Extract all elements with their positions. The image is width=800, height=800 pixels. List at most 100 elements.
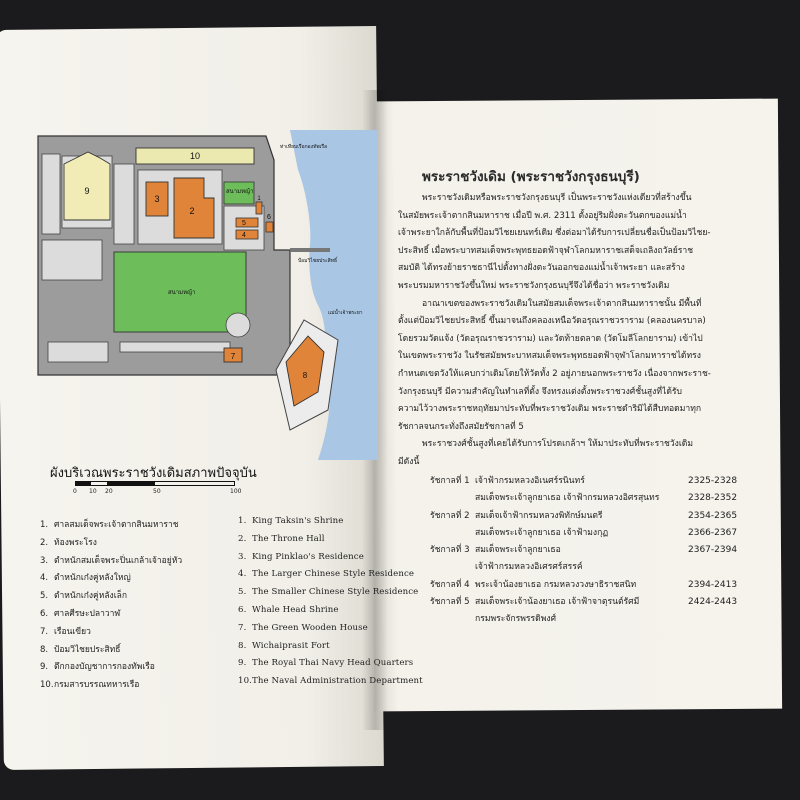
legend-text: ศาลศีรษะปลาวาฬ xyxy=(54,608,121,619)
body-text: พระราชวังเดิมหรือพระราชวังกรุงธนบุรี เป็… xyxy=(398,190,740,472)
legend-number: 2. xyxy=(238,533,247,544)
legend-text: ตึกกองบัญชาการกองทัพเรือ xyxy=(54,662,155,673)
body-line: พระราชวังเดิมหรือพระราชวังกรุงธนบุรี เป็… xyxy=(422,193,692,203)
num-10: 10 xyxy=(190,151,200,161)
map-title: ผังบริเวณพระราชวังเดิมสภาพปัจจุบัน xyxy=(50,466,257,481)
legend-number: 6. xyxy=(40,608,49,619)
num-2: 2 xyxy=(189,206,194,216)
legend-text: The Smaller Chinese Style Residence xyxy=(252,587,419,598)
legend-th-item: 1. ศาลสมเด็จพระเจ้าตากสินมหาราช xyxy=(40,517,182,535)
scale-label: 20 xyxy=(105,488,113,495)
legend-number: 6. xyxy=(238,604,247,615)
legend-th-item: 2. ท้องพระโรง xyxy=(40,535,182,553)
building-6 xyxy=(265,221,274,233)
building-5 xyxy=(235,217,259,228)
legend-th-item: 3. ตำหนักสมเด็จพระปิ่นเกล้าเจ้าอยู่หัว xyxy=(40,553,182,571)
river xyxy=(290,130,378,460)
reign-person: กรมพระจักรพรรดิพงศ์ xyxy=(475,614,557,625)
strip-bottom-mid xyxy=(119,341,231,353)
body-line: สมบัติ ได้ทรงย้ายราชธานีไปตั้งทางฝั่งตะว… xyxy=(398,263,685,274)
legend-text: The Green Wooden House xyxy=(252,622,368,633)
reign-person: สมเด็จพระเจ้าลูกยาเธอ xyxy=(475,545,561,556)
legend-text: ตำหนักเก๋งคู่หลังเล็ก xyxy=(54,591,127,602)
num-8: 8 xyxy=(303,371,308,380)
legend-text: The Royal Thai Navy Head Quarters xyxy=(252,658,414,669)
body-line: ในสมัยพระเจ้าตากสินมหาราช เมื่อปี พ.ศ. 2… xyxy=(398,210,687,221)
scale-label: 100 xyxy=(230,488,242,495)
reign-years: 2424-2443 xyxy=(688,597,738,608)
legend-number: 7. xyxy=(238,622,247,633)
legend-text: Wichaiprasit Fort xyxy=(252,640,330,651)
legend-en-item: 1. King Taksin's Shrine xyxy=(238,513,423,531)
legend-number: 5. xyxy=(238,587,247,598)
legend-text: ศาลสมเด็จพระเจ้าตากสินมหาราช xyxy=(54,520,179,530)
scale-bar: 0 10 20 50 100 xyxy=(73,481,245,501)
body-line: รัชกาลจนกระทั่งถึงสมัยรัชกาลที่ 5 xyxy=(398,421,524,432)
legend-text: เรือนเขียว xyxy=(54,626,91,637)
legend-number: 9. xyxy=(40,662,49,673)
legend-number: 8. xyxy=(40,644,49,655)
body-line: ความไว้วางพระราชหฤทัยมาประทับที่พระราชวั… xyxy=(398,404,702,415)
legend-th-item: 6. ศาลศีรษะปลาวาฬ xyxy=(40,606,182,624)
roundabout xyxy=(225,312,251,338)
num-4: 4 xyxy=(242,232,246,239)
legend-text: The Naval Administration Department xyxy=(252,676,423,687)
legend-th-item: 5. ตำหนักเก๋งคู่หลังเล็ก xyxy=(40,588,182,606)
reign-label: รัชกาลที่ 3 xyxy=(430,545,470,556)
num-9: 9 xyxy=(84,186,89,196)
legend-th-item: 10. กรมสารบรรณทหารเรือ xyxy=(40,677,182,695)
legend-text: The Larger Chinese Style Residence xyxy=(252,569,415,580)
legend-text: King Taksin's Shrine xyxy=(252,516,344,526)
parcel-top-left xyxy=(41,153,61,235)
scale-label: 50 xyxy=(153,488,161,495)
pier-label: ท่าเทียบเรือกองทัพเรือ xyxy=(280,143,327,150)
pier xyxy=(290,248,330,252)
legend-en-item: 9. The Royal Thai Navy Head Quarters xyxy=(238,655,423,673)
legend-text: ตำหนักเก๋งคู่หลังใหญ่ xyxy=(54,573,131,584)
body-line: เจ้าพระยาใกล้กับพื้นที่ป้อมวิไชยเยนทร์เด… xyxy=(398,228,711,239)
field-big xyxy=(113,251,247,333)
body-line: กำหนดเขตวังให้แคบกว่าเดิมโดยให้วัดทั้ง 2… xyxy=(398,368,711,379)
reign-row: รัชกาลที่ 2 สมเด็จเจ้าฟ้ากรมหลวงพิทักษ์มน… xyxy=(398,508,758,525)
legend-en-item: 2. The Throne Hall xyxy=(238,531,423,549)
river-label: แม่น้ำเจ้าพระยา xyxy=(328,307,363,316)
body-line: วังกรุงธนบุรี มีความสำคัญในทำเลที่ตั้ง จ… xyxy=(398,386,683,397)
reign-person: สมเด็จพระเจ้าลูกยาเธอ เจ้าฟ้ากรมหลวงอิศร… xyxy=(475,493,660,504)
building-7 xyxy=(223,347,243,363)
strip-bottom-left xyxy=(47,341,109,363)
scale-label: 10 xyxy=(89,488,97,495)
legend-th-item: 7. เรือนเขียว xyxy=(40,624,182,642)
reign-person: สมเด็จพระเจ้าน้องยาเธอ เจ้าฟ้าจาตุรนต์รั… xyxy=(475,597,640,608)
num-6: 6 xyxy=(267,214,271,221)
body-line: พระราชวงศ์ชั้นสูงที่เคยได้รับการโปรดเกล้… xyxy=(422,439,694,450)
legend-number: 3. xyxy=(238,551,247,562)
legend-number: 4. xyxy=(40,573,49,584)
building-1 xyxy=(255,201,263,215)
parcel-left-low xyxy=(41,239,103,281)
reign-person: เจ้าฟ้ากรมหลวงอิเศรศร์สรรค์ xyxy=(475,562,583,573)
field-small-label: สนามหญ้า xyxy=(226,188,254,195)
legend-number: 10. xyxy=(40,680,54,691)
reign-person: สมเด็จพระเจ้าลูกยาเธอ เจ้าฟ้ามงกุฏ xyxy=(475,527,609,538)
legend-number: 2. xyxy=(40,537,49,548)
fort-label: ป้อมวิไชยประสิทธิ์ xyxy=(298,256,339,264)
legend-number: 1. xyxy=(40,520,49,530)
num-7: 7 xyxy=(231,352,236,361)
reign-person: พระเจ้าน้องยาเธอ กรมหลวงวงษาธิราชสนิท xyxy=(475,579,637,590)
legend-text: Whale Head Shrine xyxy=(252,604,339,615)
legend-number: 4. xyxy=(238,569,247,580)
reign-label: รัชกาลที่ 2 xyxy=(430,510,470,521)
reign-person: สมเด็จเจ้าฟ้ากรมหลวงพิทักษ์มนตรี xyxy=(475,510,603,521)
num-5: 5 xyxy=(242,220,246,227)
reign-label: รัชกาลที่ 1 xyxy=(430,476,470,486)
body-line: พระบรมมหาราชวังขึ้นใหม่ พระราชวังกรุงธนบ… xyxy=(398,280,670,291)
reign-years: 2394-2413 xyxy=(688,579,738,590)
